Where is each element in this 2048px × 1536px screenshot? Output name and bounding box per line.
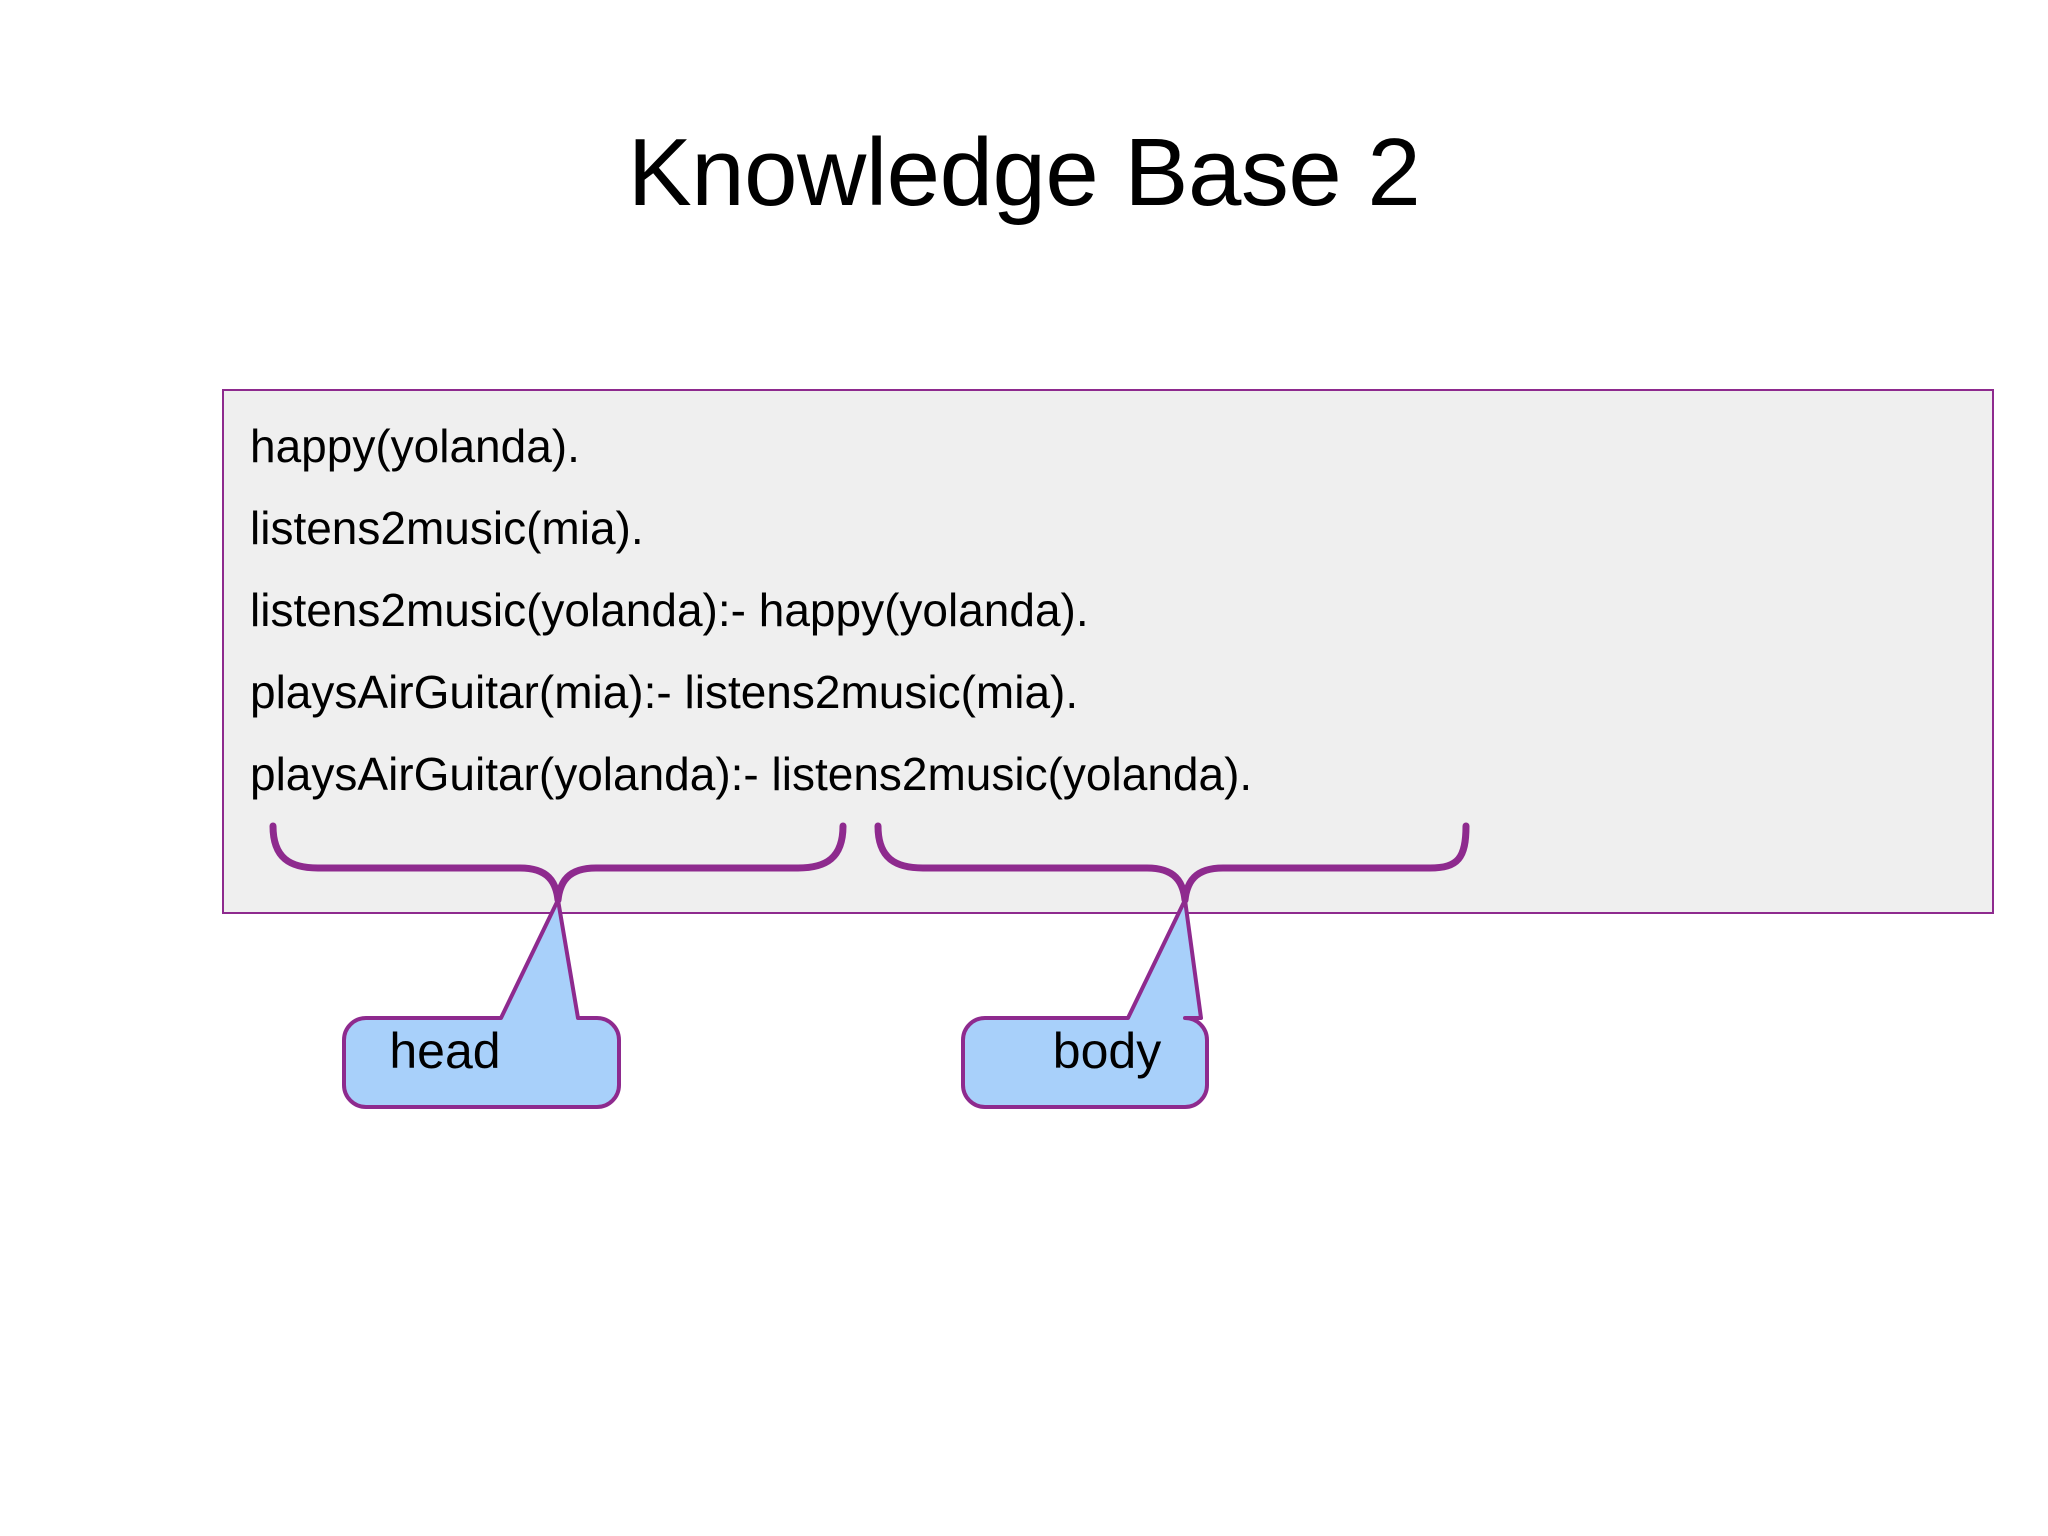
body-callout-label: body [1052, 1023, 1162, 1079]
clause-line: happy(yolanda). [250, 420, 580, 472]
clause-line: playsAirGuitar(mia):- listens2music(mia)… [250, 666, 1079, 718]
knowledge-base-clause-list: happy(yolanda). listens2music(mia). list… [250, 405, 1950, 815]
head-callout-label: head [389, 1023, 501, 1079]
clause-line: listens2music(yolanda):- happy(yolanda). [250, 584, 1089, 636]
page-title: Knowledge Base 2 [627, 119, 1421, 226]
clause-line: playsAirGuitar(yolanda):- listens2music(… [250, 748, 1253, 800]
clause-line: listens2music(mia). [250, 502, 644, 554]
